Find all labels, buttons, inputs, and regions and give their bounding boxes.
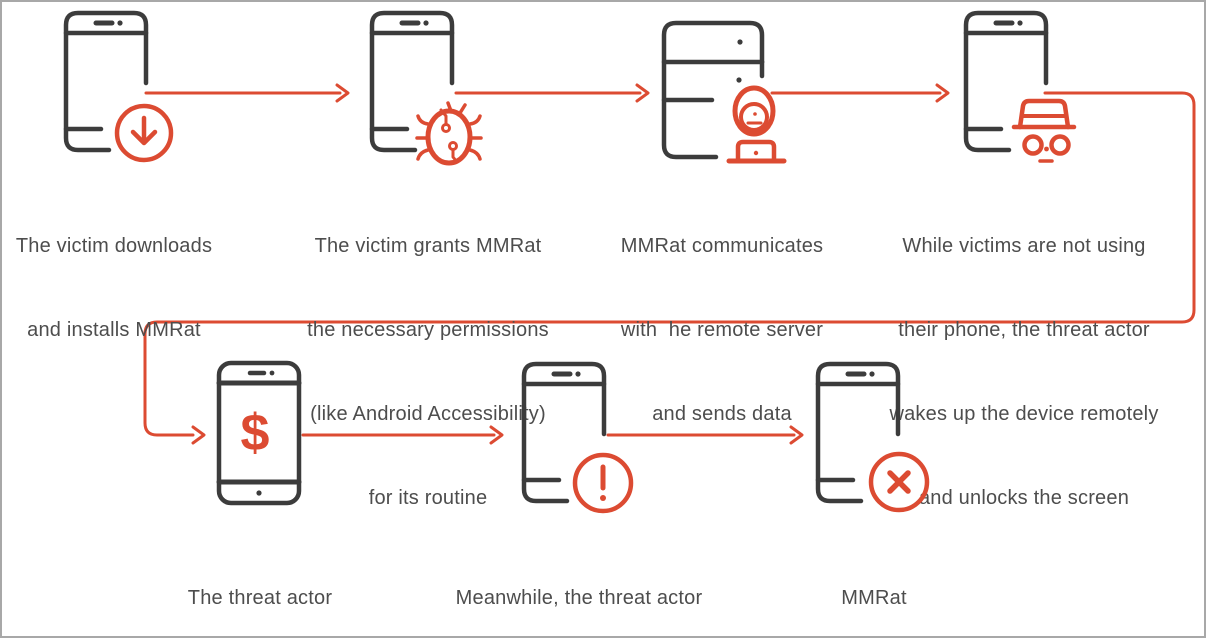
step1-caption: The victim downloads and installs MMRat — [16, 176, 212, 400]
caption-line: their phone, the threat actor — [898, 319, 1150, 341]
malware-bug-icon — [415, 101, 483, 166]
hacker-at-laptop-icon — [726, 85, 787, 164]
caption-line: MMRat — [841, 587, 907, 609]
phone-icon — [521, 361, 607, 504]
arrowhead — [635, 83, 650, 103]
arrowhead — [191, 425, 206, 445]
server-icon — [661, 20, 765, 160]
caption-line: the necessary permissions — [307, 319, 549, 341]
smartphone-icon — [216, 360, 302, 506]
caption-line: While victims are not using — [902, 235, 1146, 257]
spy-face-icon — [1011, 98, 1077, 163]
step2-caption: The victim grants MMRat the necessary pe… — [307, 176, 549, 568]
caption-line: and installs MMRat — [27, 319, 201, 341]
arrowhead — [335, 83, 350, 103]
caption-line: wakes up the device remotely — [889, 403, 1159, 425]
x-circle-icon — [868, 451, 930, 513]
caption-line: The victim grants MMRat — [314, 235, 542, 257]
phone-icon — [815, 361, 901, 504]
caption-line: and unlocks the screen — [918, 487, 1130, 509]
caption-line: (like Android Accessibility) — [310, 403, 546, 425]
caption-line: Meanwhile, the threat actor — [455, 587, 703, 609]
dollar-sign-icon: $ — [240, 403, 270, 462]
phone-icon — [963, 10, 1049, 153]
arrow-wrap-step4-step5 — [143, 91, 1196, 437]
arrowhead — [789, 425, 804, 445]
arrowhead — [489, 425, 504, 445]
step7-caption: MMRat uninstalls itself — [807, 528, 940, 636]
download-circle-icon — [114, 103, 174, 163]
caption-line: with he remote server — [620, 319, 824, 341]
caption-line: The threat actor — [187, 587, 333, 609]
caption-line: and sends data — [652, 403, 792, 425]
step5-caption: The threat actor performs bank fraud — [169, 528, 352, 636]
caption-line: The victim downloads — [15, 235, 213, 257]
step4-caption: While victims are not using their phone,… — [889, 176, 1158, 568]
caption-line: MMRat communicates — [620, 235, 824, 257]
step3-caption: MMRat communicates with he remote server… — [621, 176, 824, 484]
caption-line: for its routine — [368, 487, 488, 509]
exclamation-circle-icon — [572, 452, 634, 514]
phone-icon — [63, 10, 149, 153]
phone-icon — [369, 10, 455, 153]
arrowhead — [935, 83, 950, 103]
step6-caption: Meanwhile, the threat actor can initiate… — [437, 528, 722, 636]
